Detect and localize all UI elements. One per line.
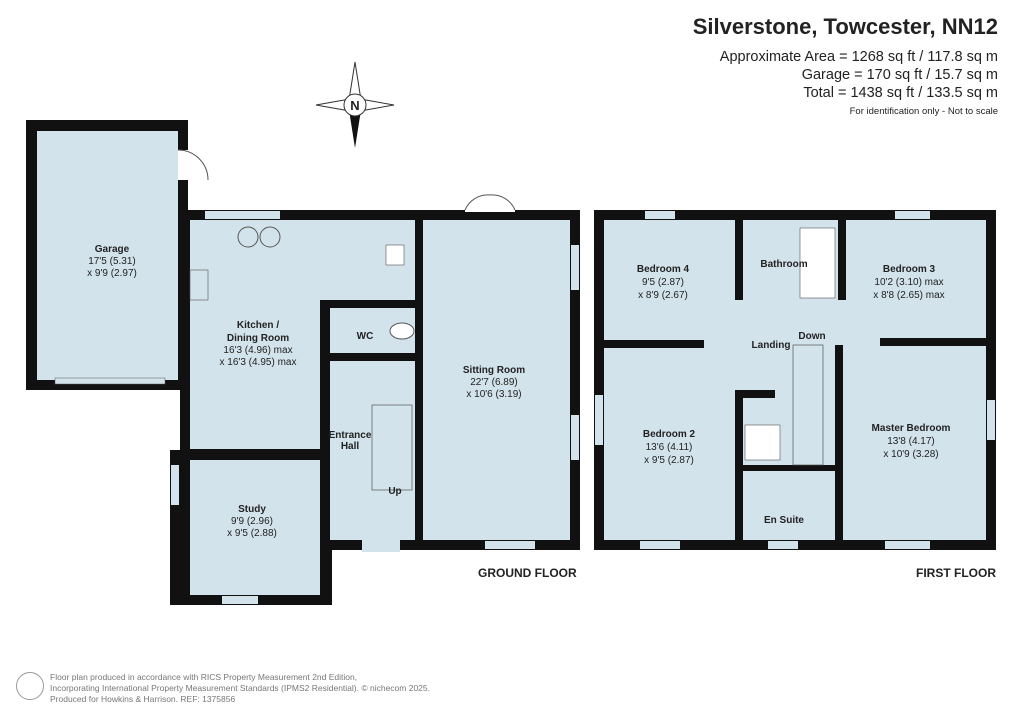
master-bedroom-dims-1: 13'8 (4.17) bbox=[887, 436, 935, 447]
ground-floor: Kitchen / Dining Room 16'3 (4.96) max x … bbox=[87, 194, 580, 605]
en-suite-label: En Suite bbox=[764, 515, 804, 526]
garage-label: Garage bbox=[95, 244, 130, 255]
bedroom-4-dims-2: x 8'9 (2.67) bbox=[638, 290, 688, 301]
kitchen-dims-2: x 16'3 (4.95) max bbox=[220, 357, 297, 368]
approx-area: Approximate Area = 1268 sq ft / 117.8 sq… bbox=[719, 49, 998, 65]
sitting-room-dims-2: x 10'6 (3.19) bbox=[466, 389, 521, 400]
bedroom-3-dims-2: x 8'8 (2.65) max bbox=[873, 290, 944, 301]
footer-text: Floor plan produced in accordance with R… bbox=[50, 672, 430, 705]
kitchen-label-2: Dining Room bbox=[227, 333, 289, 344]
bedroom-2-label: Bedroom 2 bbox=[643, 429, 696, 440]
compass-icon: N bbox=[315, 61, 395, 148]
study-dims-2: x 9'5 (2.88) bbox=[227, 528, 277, 539]
hall-label: Entrance bbox=[329, 430, 372, 441]
study-dims-1: 9'9 (2.96) bbox=[231, 516, 273, 527]
compass-label: N bbox=[350, 98, 359, 113]
sitting-room-dims-1: 22'7 (6.89) bbox=[470, 377, 518, 388]
footer-line: Floor plan produced in accordance with R… bbox=[50, 672, 358, 682]
stairs-up-label: Up bbox=[388, 486, 401, 497]
master-bedroom-label: Master Bedroom bbox=[872, 423, 951, 434]
footer-line: Produced for Howkins & Harrison. REF: 13… bbox=[50, 694, 236, 704]
scale-note: For identification only - Not to scale bbox=[849, 106, 998, 117]
first-floor: Bedroom 4 9'5 (2.87) x 8'9 (2.67) Bathro… bbox=[594, 210, 996, 580]
property-title: Silverstone, Towcester, NN12 bbox=[692, 14, 998, 39]
bedroom-2-dims-1: 13'6 (4.11) bbox=[646, 442, 693, 453]
hall-label-2: Hall bbox=[341, 441, 360, 452]
stairs-down-label: Down bbox=[798, 331, 825, 342]
total-area: Total = 1438 sq ft / 133.5 sq m bbox=[803, 85, 998, 101]
sitting-room-label: Sitting Room bbox=[463, 365, 525, 376]
bedroom-2-dims-2: x 9'5 (2.87) bbox=[644, 455, 694, 466]
kitchen-dims-1: 16'3 (4.96) max bbox=[223, 345, 292, 356]
bedroom-4-dims-1: 9'5 (2.87) bbox=[642, 277, 684, 288]
garage-dims-1: 17'5 (5.31) bbox=[88, 256, 136, 267]
person-icon bbox=[16, 672, 44, 700]
bedroom-3-dims-1: 10'2 (3.10) max bbox=[874, 277, 943, 288]
bathroom-label: Bathroom bbox=[760, 259, 807, 270]
first-floor-label: FIRST FLOOR bbox=[916, 566, 996, 580]
bedroom-4-label: Bedroom 4 bbox=[637, 264, 690, 275]
wc-label: WC bbox=[357, 331, 374, 342]
kitchen-label: Kitchen / bbox=[237, 320, 279, 331]
ground-floor-label: GROUND FLOOR bbox=[478, 566, 577, 580]
garage bbox=[26, 120, 209, 390]
landing-label: Landing bbox=[752, 340, 791, 351]
garage-area: Garage = 170 sq ft / 15.7 sq m bbox=[801, 67, 998, 83]
bedroom-3-label: Bedroom 3 bbox=[883, 264, 936, 275]
footer-line: Incorporating International Property Mea… bbox=[50, 683, 430, 693]
garage-dims-2: x 9'9 (2.97) bbox=[87, 268, 137, 279]
master-bedroom-dims-2: x 10'9 (3.28) bbox=[883, 449, 938, 460]
study-label: Study bbox=[238, 504, 266, 515]
